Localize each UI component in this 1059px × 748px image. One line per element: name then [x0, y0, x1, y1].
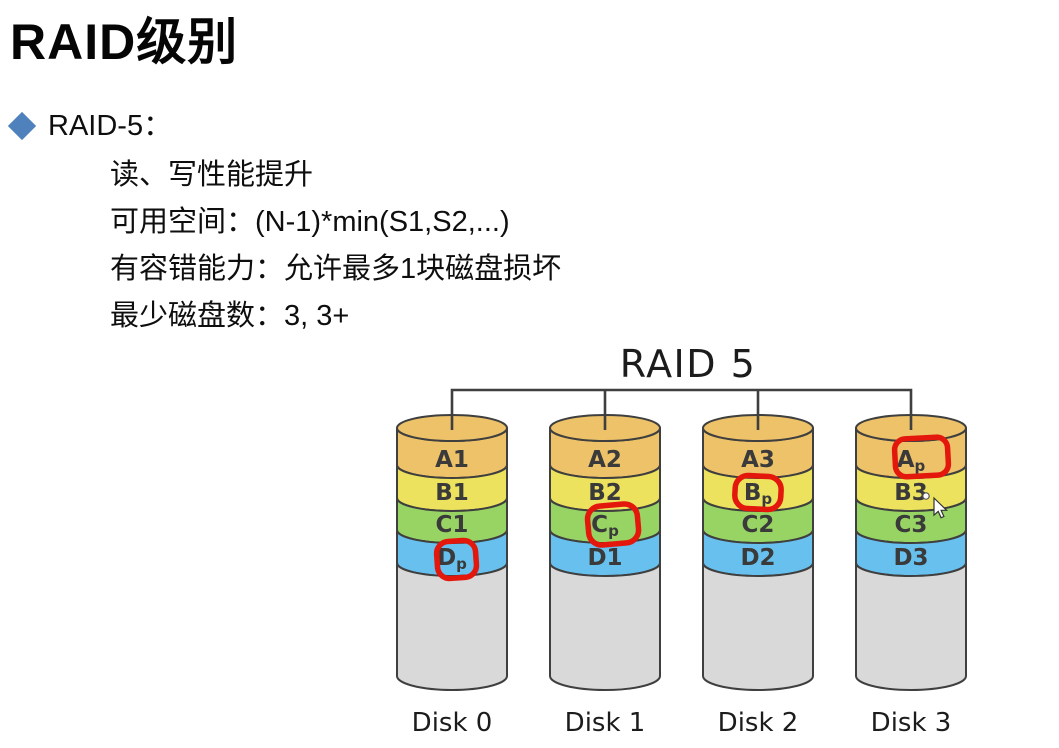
disk-name-label: Disk 1	[565, 708, 646, 738]
disk-body	[702, 562, 814, 691]
disk-body	[549, 562, 661, 691]
disk-body	[855, 562, 967, 691]
disk-name-label: Disk 3	[871, 708, 952, 738]
bullet-details: 读、写性能提升 可用空间：(N-1)*min(S1,S2,...) 有容错能力：…	[110, 152, 561, 340]
stripe-label: D3	[893, 545, 928, 571]
page-title: RAID级别	[10, 14, 239, 70]
parity-annotation-circle-ap	[891, 434, 952, 480]
stripe-label: Bp	[744, 480, 773, 508]
diagram-title: RAID 5	[620, 342, 757, 386]
mouse-cursor-icon	[922, 492, 949, 519]
stripe-label: D1	[587, 545, 622, 571]
stripe-label: D2	[740, 545, 775, 571]
stripe-label: A3	[741, 447, 775, 473]
detail-line-performance: 读、写性能提升	[110, 159, 314, 191]
disk-body	[396, 562, 508, 691]
parity-annotation-circle-bp	[732, 472, 784, 513]
stripe-label: C2	[742, 512, 775, 538]
stripe-label: B1	[435, 480, 469, 506]
stripe-label: C1	[436, 512, 469, 538]
disk-name-label: Disk 0	[412, 708, 493, 738]
bullet-row: RAID-5：	[7, 108, 173, 144]
bullet-label: RAID-5：	[48, 110, 173, 142]
detail-line-min-disks: 最少磁盘数：3, 3+	[110, 300, 350, 332]
disk-name-label: Disk 2	[718, 708, 799, 738]
detail-line-capacity: 可用空间：(N-1)*min(S1,S2,...)	[110, 206, 510, 238]
stripe-label: A2	[588, 447, 622, 473]
stripe-label: Cp	[591, 512, 619, 540]
stripe-label: A1	[435, 447, 469, 473]
bus-connector-line	[450, 388, 913, 430]
stripe-label: B2	[588, 480, 622, 506]
stripe-label: Dp	[437, 545, 467, 573]
stripe-label: B3	[894, 480, 928, 506]
parity-annotation-circle-cp	[584, 501, 642, 548]
disk-cylinder-1: A2 B2 Cp D1 Disk 1	[549, 414, 661, 738]
detail-line-fault-tolerance: 有容错能力：允许最多1块磁盘损坏	[110, 253, 562, 285]
arrow-pointer-icon	[933, 496, 949, 519]
annotation-dot-icon	[922, 492, 930, 500]
stripe-label: C3	[895, 512, 928, 538]
parity-annotation-circle-dp	[433, 537, 480, 582]
disk-cylinder-0: A1 B1 C1 Dp Disk 0	[396, 414, 508, 738]
stripe-label: Ap	[897, 447, 926, 475]
disk-cylinder-2: A3 Bp C2 D2 Disk 2	[702, 414, 814, 738]
